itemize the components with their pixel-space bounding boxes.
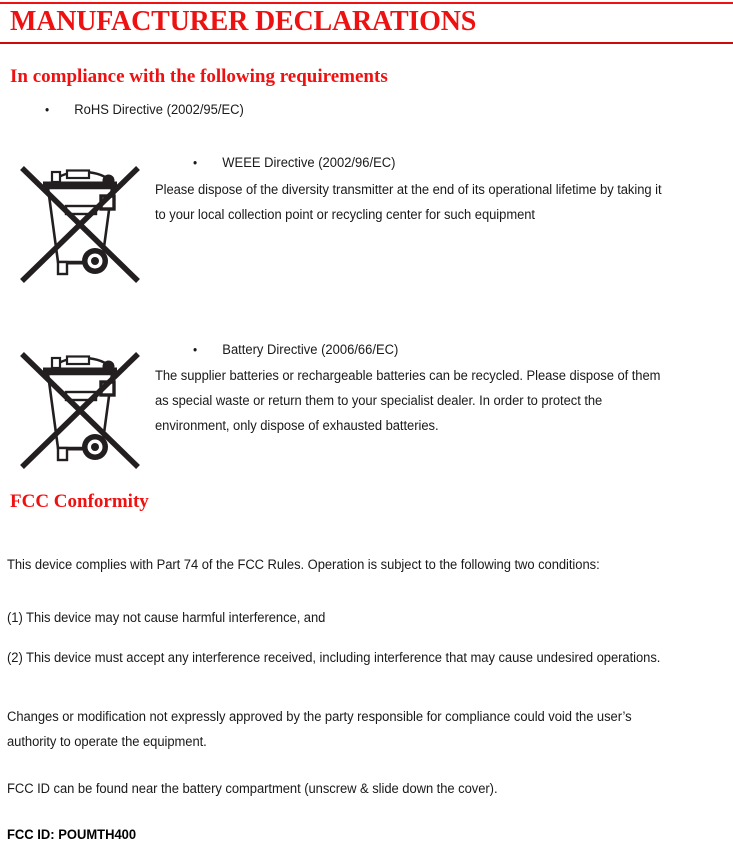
bullet-icon [193,152,222,174]
weee-body-text: Please dispose of the diversity transmit… [155,182,662,223]
list-item-weee: WEEE Directive (2002/96/EC) [193,152,395,174]
weee-crossed-out-wheelie-bin-icon [16,162,144,288]
bullet-icon [45,99,74,121]
weee-crossed-out-wheelie-bin-icon [16,348,144,474]
list-item-label: Battery Directive (2006/66/EC) [222,342,399,358]
list-item-rohs: RoHS Directive (2002/95/EC) [45,99,244,121]
fcc-id-label: FCC ID: POUMTH400 [7,827,137,843]
list-item-label: RoHS Directive (2002/95/EC) [74,102,244,118]
fcc-paragraph-changes: Changes or modification not expressly ap… [7,709,632,750]
fcc-paragraph-condition-2: (2) This device must accept any interfer… [7,650,661,666]
list-item-label: WEEE Directive (2002/96/EC) [222,155,396,171]
compliance-section-heading: In compliance with the following require… [10,66,388,87]
title-divider-rule [0,42,733,44]
fcc-paragraph-condition-1: (1) This device may not cause harmful in… [7,610,326,626]
fcc-paragraph-id-location: FCC ID can be found near the battery com… [7,781,498,797]
bullet-icon [193,339,222,361]
page-title: MANUFACTURER DECLARATIONS [10,6,477,37]
top-accent-rule [0,2,733,4]
battery-body-text: The supplier batteries or rechargeable b… [155,368,661,434]
list-item-battery: Battery Directive (2006/66/EC) [193,339,398,361]
fcc-section-heading: FCC Conformity [10,491,149,512]
fcc-paragraph-conditions: This device complies with Part 74 of the… [7,557,600,573]
